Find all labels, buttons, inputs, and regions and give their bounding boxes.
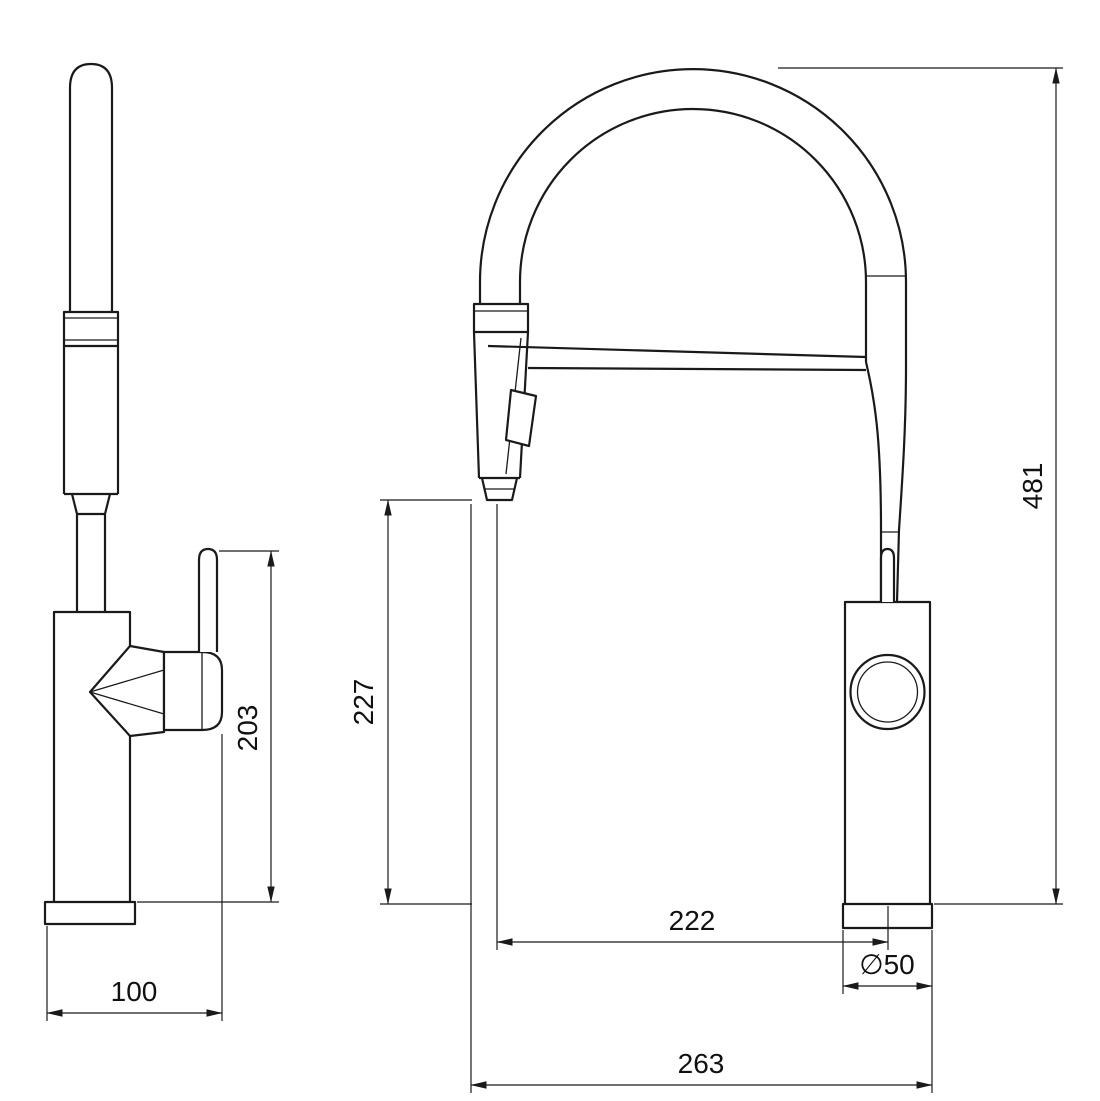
diverter-button [504, 388, 538, 448]
handle-boss [88, 644, 166, 738]
support-bar-top [487, 344, 867, 359]
hose-arch-outer [478, 67, 908, 366]
dimension-side-depth: 100 [46, 734, 223, 1021]
dimension-label: 263 [678, 1048, 725, 1079]
spray-head-collar [472, 302, 530, 334]
side-view [43, 62, 224, 926]
spray-holder-body [62, 346, 120, 496]
dimension-overall-height: 481 [778, 67, 1063, 905]
faucet-body-front [843, 600, 932, 904]
handle-lever-front [879, 547, 896, 602]
dimension-base-diameter: ∅50 [842, 930, 933, 1093]
dimension-label: 227 [348, 679, 379, 726]
dimension-side-height: 203 [137, 550, 279, 903]
spray-wand [68, 62, 114, 312]
handle-joint-circle-inner [856, 661, 919, 723]
dimension-label: ∅50 [859, 949, 915, 980]
dimension-label: 100 [111, 976, 158, 1007]
handle-joint [162, 650, 224, 732]
faucet-base-front [841, 902, 934, 930]
dimension-label: 481 [1017, 463, 1048, 510]
support-bar-bottom [527, 366, 867, 372]
dimension-label: 203 [232, 705, 263, 752]
neck-column [75, 514, 107, 612]
handle-boss-facet [89, 669, 165, 715]
spout-neck-inner [864, 361, 883, 602]
faucet-base [43, 900, 137, 926]
dimension-spout-reach: 222 [496, 504, 889, 950]
spout-neck-outer [895, 365, 908, 603]
spray-collar [62, 310, 120, 348]
handle-joint-circle [849, 653, 926, 731]
handle-lever [197, 547, 219, 652]
dimensions: 203 100 481 227 222 [46, 67, 1063, 1093]
dimension-dock-height: 227 [348, 499, 472, 905]
aerator-tip [70, 493, 112, 516]
hose-arch-inner [518, 107, 868, 362]
faucet-body [52, 610, 132, 902]
front-view [472, 67, 934, 930]
dimension-label: 222 [669, 905, 716, 936]
dimension-overall-width: 263 [470, 504, 933, 1093]
